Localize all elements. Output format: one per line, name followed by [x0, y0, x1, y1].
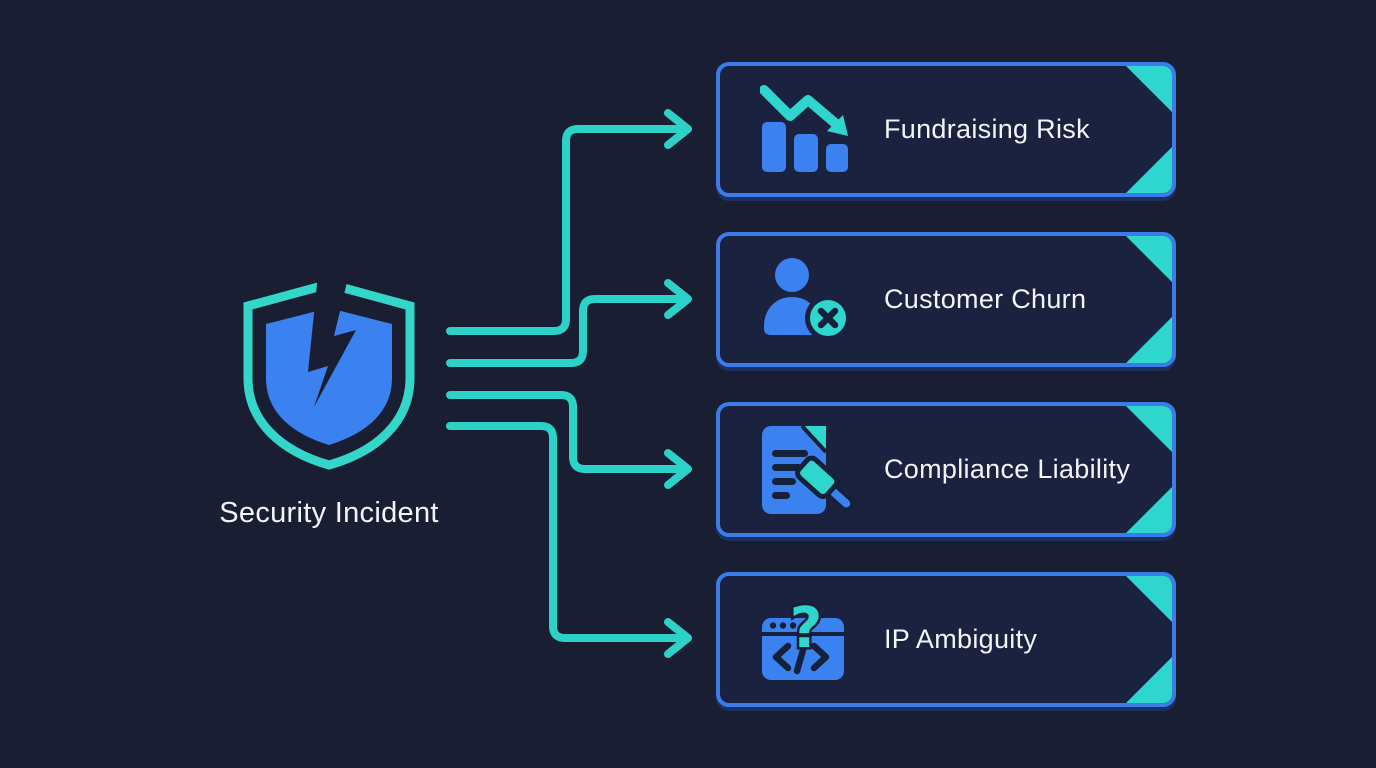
outcome-label: Customer Churn [884, 284, 1087, 314]
corner-accent-icon [1126, 657, 1172, 703]
corner-accent-icon [1126, 147, 1172, 193]
source-label: Security Incident [219, 497, 439, 529]
source-node [240, 274, 418, 474]
code-window-question-icon: ? [762, 593, 844, 680]
corner-accent-icon [1126, 406, 1172, 452]
arrowhead-compliance [664, 449, 692, 489]
outcome-box-ip-ambiguity: ? IP Ambiguity [716, 572, 1176, 707]
arrowhead-fundraising [664, 109, 692, 149]
arrowhead-churn [664, 279, 692, 319]
question-glyph: ? [790, 596, 822, 661]
connector-line-fundraising [446, 125, 688, 335]
outcome-label: Fundraising Risk [884, 114, 1090, 144]
declining-bar-chart-icon [760, 84, 848, 172]
corner-accent-icon [1126, 236, 1172, 282]
arrowhead-ip [664, 618, 692, 658]
corner-accent-icon [1126, 66, 1172, 112]
crack-bolt [308, 274, 356, 407]
outcome-box-customer-churn: Customer Churn [716, 232, 1176, 367]
connector-line-compliance [446, 391, 688, 473]
outcome-label: IP Ambiguity [884, 624, 1038, 654]
corner-accent-icon [1126, 487, 1172, 533]
connector-line-churn [446, 295, 688, 367]
broken-shield-icon [243, 274, 415, 470]
corner-accent-icon [1126, 317, 1172, 363]
connector-line-ip [446, 422, 688, 642]
user-churn-icon [764, 257, 851, 341]
document-gavel-icon [762, 424, 854, 514]
outcome-label: Compliance Liability [884, 454, 1131, 484]
outcome-box-fundraising-risk: Fundraising Risk [716, 62, 1176, 197]
outcome-box-compliance-liability: Compliance Liability [716, 402, 1176, 537]
corner-accent-icon [1126, 576, 1172, 622]
